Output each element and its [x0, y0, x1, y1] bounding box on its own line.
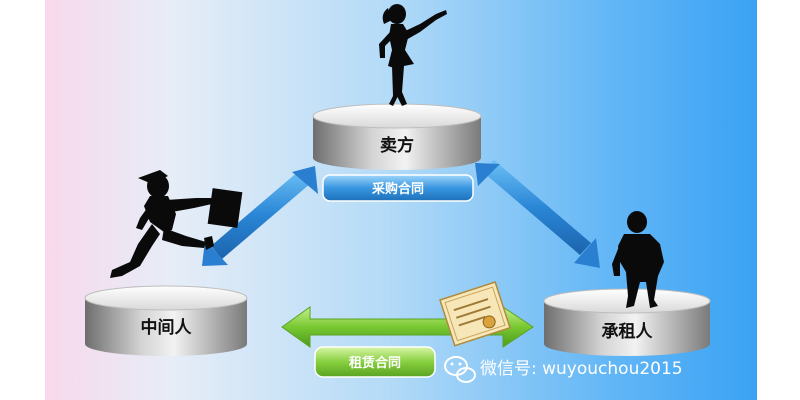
lease-contract-pill	[314, 346, 436, 378]
standing-man-silhouette-icon	[612, 211, 664, 308]
lease-arrow	[281, 306, 534, 348]
intermediary-platform	[84, 285, 248, 356]
purchase-contract-label: 采购合同	[371, 181, 424, 197]
intermediary-label: 中间人	[141, 317, 193, 338]
wechat-icon	[444, 356, 476, 383]
lessee-label: 承租人	[602, 321, 654, 342]
seller-platform	[312, 103, 482, 170]
lessee-platform	[543, 288, 711, 356]
seller-label: 卖方	[380, 135, 414, 156]
purchase-contract-pill	[322, 174, 474, 202]
purchase-arrow-right	[475, 160, 600, 268]
contract-document-icon	[439, 281, 511, 347]
woman-silhouette-icon	[379, 4, 447, 106]
lease-contract-label: 租赁合同	[349, 355, 401, 371]
running-man-silhouette-icon	[110, 170, 243, 278]
watermark-text: 微信号: wuyouchou2015	[480, 359, 683, 379]
